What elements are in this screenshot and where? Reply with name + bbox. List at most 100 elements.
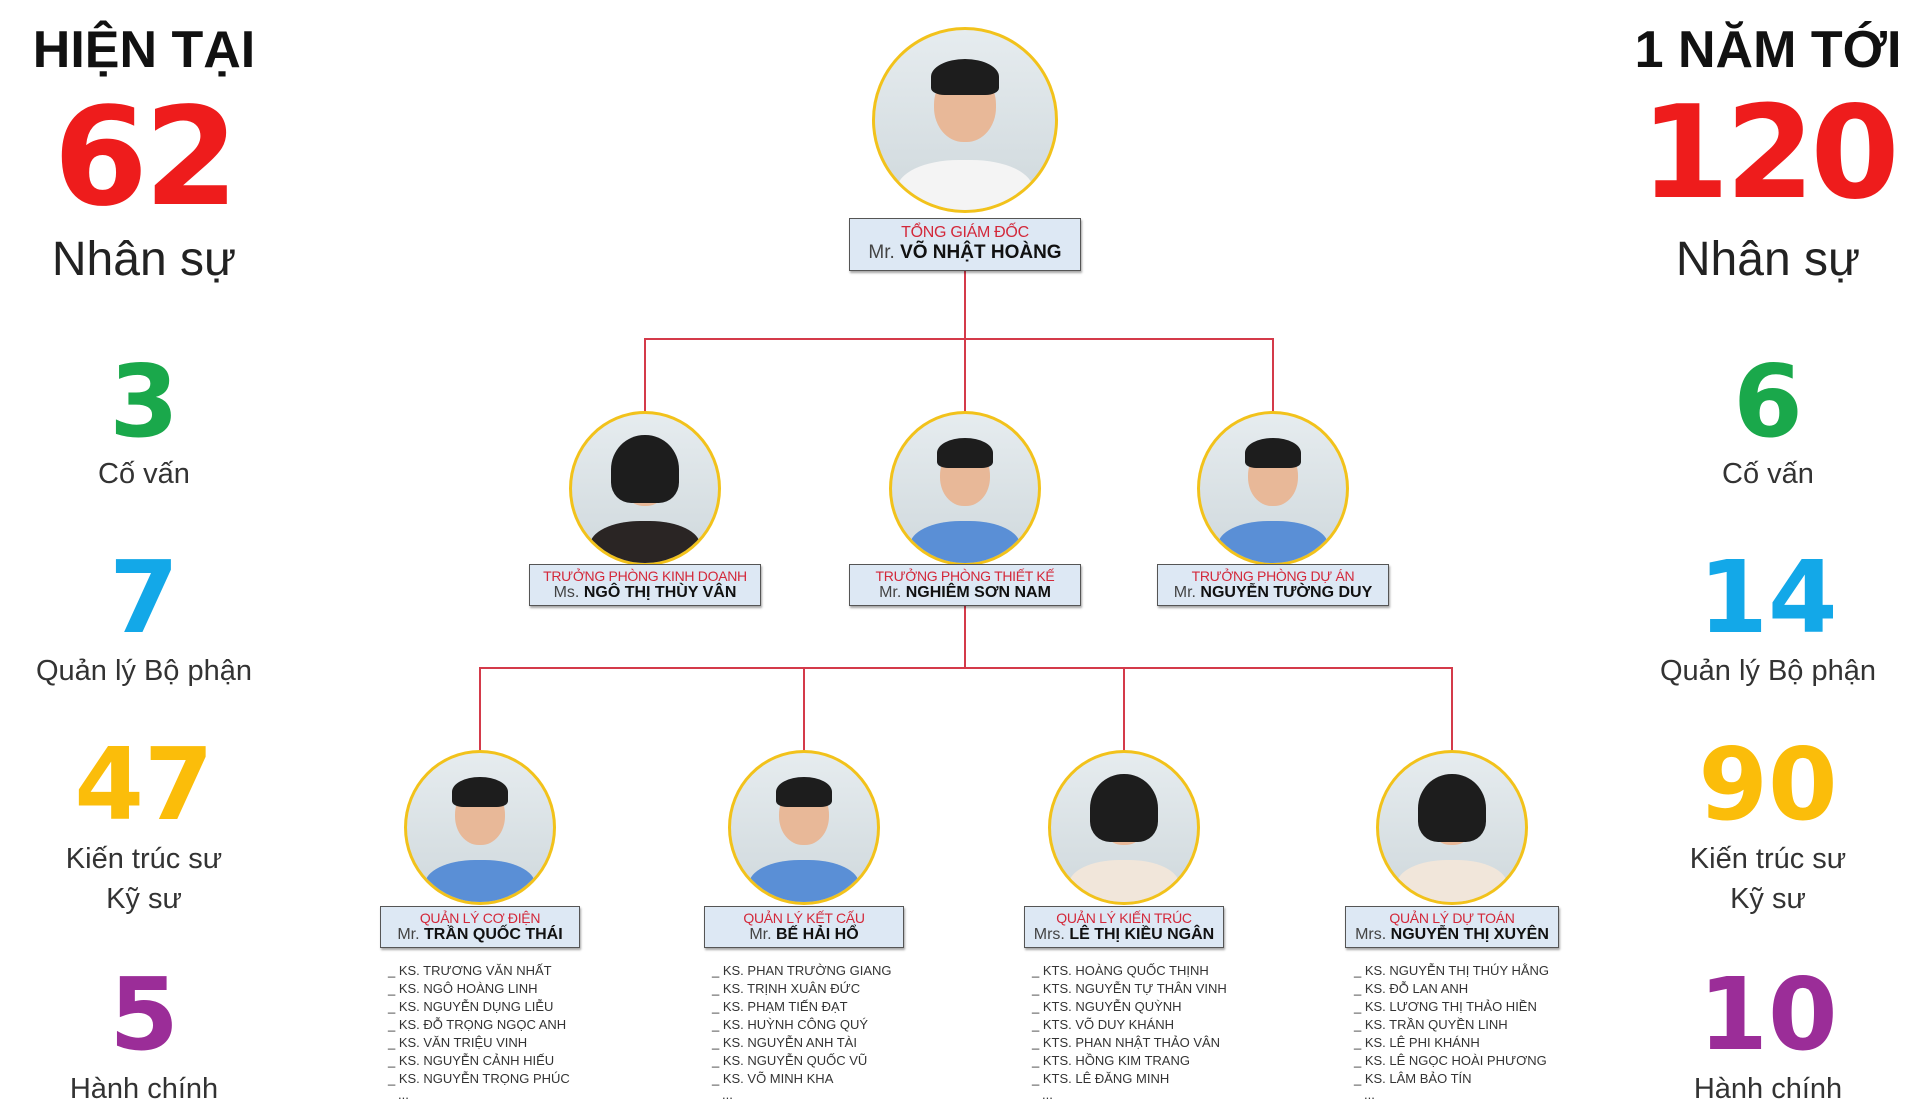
staff-item: _ KS. NGUYỄN THỊ THÚY HẰNG <box>1354 963 1550 978</box>
staff-item: _ KS. VĂN TRIỆU VINH <box>388 1035 528 1050</box>
person-photo <box>1197 411 1349 567</box>
staff-item: _ KS. PHẠM TIẾN ĐẠT <box>712 999 848 1014</box>
staff-item: ... <box>398 1087 409 1102</box>
stat-value: 14 <box>1698 539 1838 656</box>
staff-item: _ KS. LÂM BẢO TÍN <box>1354 1071 1472 1086</box>
stat-label-2: Kỹ sư <box>1730 883 1806 915</box>
stat-label-2: Kỹ sư <box>106 883 182 915</box>
person-role: QUẢN LÝ KIẾN TRÚC <box>1056 910 1192 926</box>
stat-value: 6 <box>1733 343 1803 460</box>
staff-item: _ KS. TRỊNH XUÂN ĐỨC <box>712 981 861 996</box>
total-count: 62 <box>53 79 238 237</box>
stat-value: 90 <box>1698 726 1838 843</box>
total-label: Nhân sự <box>1675 233 1861 286</box>
stat-value: 47 <box>74 726 214 843</box>
connector-line <box>1123 667 1125 751</box>
staff-item: _ KTS. VÕ DUY KHÁNH <box>1032 1017 1175 1032</box>
staff-list: _ KS. NGUYỄN THỊ THÚY HẰNG _ KS. ĐỖ LAN A… <box>1354 962 1549 1102</box>
person-photo <box>889 411 1041 567</box>
stat-label: Cố vấn <box>1722 458 1814 490</box>
stat-value: 10 <box>1698 956 1838 1073</box>
staff-item: ... <box>1042 1087 1053 1102</box>
person-role: QUẢN LÝ KẾT CẤU <box>743 910 865 926</box>
stat-label: Cố vấn <box>98 458 190 490</box>
staff-list: _ KS. PHAN TRƯỜNG GIANG _ KS. TRỊNH XUÂN … <box>712 962 892 1102</box>
connector-line <box>1451 667 1453 751</box>
stat-value: 5 <box>109 956 179 1073</box>
ceo-title: Mr. <box>868 242 895 264</box>
staff-item: ... <box>722 1087 733 1102</box>
person-name: NGÔ THỊ THÙY VÂN <box>583 584 737 602</box>
person-photo <box>404 750 556 906</box>
person-name: NGHIÊM SƠN NAM <box>905 584 1051 602</box>
person-title: Mr. <box>879 584 902 602</box>
staff-item: _ KTS. NGUYỄN TỰ THÂN VINH <box>1032 981 1227 996</box>
stat-label: Quản lý Bộ phận <box>35 655 253 687</box>
staff-item: _ KS. NGUYỄN ANH TÀI <box>712 1035 857 1050</box>
staff-item: _ KS. TRẦN QUYỀN LINH <box>1354 1017 1508 1032</box>
person-title: Ms. <box>553 584 580 602</box>
person-role: TRƯỞNG PHÒNG KINH DOANH <box>543 568 747 584</box>
staff-item: _ KS. LƯƠNG THỊ THẢO HIỀN <box>1354 999 1537 1014</box>
person-role: TRƯỞNG PHÒNG THIẾT KẾ <box>875 568 1055 584</box>
staff-item: _ KS. NGUYỄN DỤNG LIỄU <box>388 999 554 1014</box>
staff-item: _ KS. NGÔ HOÀNG LINH <box>388 981 538 996</box>
person-photo <box>728 750 880 906</box>
ceo-card: TỔNG GIÁM ĐỐC Mr. VÕ NHẬT HOÀNG <box>849 218 1081 271</box>
person-name: LÊ THỊ KIỀU NGÂN <box>1069 926 1215 944</box>
connector-line <box>644 338 646 412</box>
stat-label: Kiến trúc sư <box>65 843 223 875</box>
person-title: Mr. <box>397 926 420 944</box>
connector-line <box>645 338 1274 340</box>
stat-label: Hành chính <box>1693 1073 1843 1105</box>
staff-item: _ KS. ĐỖ LAN ANH <box>1354 981 1469 996</box>
connector-line <box>964 338 966 412</box>
person-title: Mrs. <box>1355 926 1387 944</box>
section-heading: 1 NĂM TỚI <box>1634 21 1902 79</box>
connector-line <box>480 667 1453 669</box>
staff-item: _ KS. NGUYỄN QUỐC VŨ <box>712 1053 868 1068</box>
total-count: 120 <box>1640 79 1899 228</box>
person-role: QUẢN LÝ CƠ ĐIỆN <box>419 910 541 926</box>
stat-value: 3 <box>109 343 179 460</box>
person-name: NGUYỄN TƯỜNG DUY <box>1200 584 1373 602</box>
staff-item: _ KS. ĐỖ TRỌNG NGỌC ANH <box>388 1017 567 1032</box>
connector-line <box>964 271 966 338</box>
staff-item: ... <box>1364 1087 1375 1102</box>
stat-label: Kiến trúc sư <box>1689 843 1847 875</box>
stat-label: Hành chính <box>69 1073 219 1105</box>
person-photo <box>1048 750 1200 906</box>
staff-list: _ KS. TRƯƠNG VĂN NHẤT _ KS. NGÔ HOÀNG LIN… <box>388 962 570 1102</box>
staff-item: _ KS. VÕ MINH KHA <box>712 1071 834 1086</box>
stat-label: Quản lý Bộ phận <box>1659 655 1877 687</box>
staff-item: _ KTS. HỒNG KIM TRANG <box>1032 1053 1190 1068</box>
staff-item: _ KTS. PHAN NHẬT THẢO VÂN <box>1032 1035 1221 1050</box>
staff-item: _ KS. LÊ PHI KHÁNH <box>1354 1035 1480 1050</box>
staff-item: _ KS. PHAN TRƯỜNG GIANG <box>712 963 892 978</box>
staff-item: _ KS. LÊ NGỌC HOÀI PHƯƠNG <box>1354 1053 1547 1068</box>
stat-value: 7 <box>109 539 179 656</box>
connector-line <box>964 605 966 668</box>
person-name: TRẦN QUỐC THÁI <box>424 926 563 944</box>
person-role: QUẢN LÝ DỰ TOÁN <box>1389 910 1515 926</box>
staff-item: _ KS. NGUYỄN TRỌNG PHÚC <box>388 1071 570 1086</box>
ceo-name: VÕ NHẬT HOÀNG <box>900 242 1062 264</box>
person-title: Mr. <box>749 926 772 944</box>
staff-item: _ KS. TRƯƠNG VĂN NHẤT <box>388 963 552 978</box>
staff-item: _ KTS. HOÀNG QUỐC THỊNH <box>1032 963 1209 978</box>
total-label: Nhân sự <box>51 233 237 286</box>
ceo-photo <box>872 27 1058 213</box>
staff-item: _ KS. NGUYỄN CẢNH HIẾU <box>388 1053 555 1068</box>
person-role: TRƯỞNG PHÒNG DỰ ÁN <box>1191 568 1355 584</box>
staff-item: _ KS. HUỲNH CÔNG QUÝ <box>712 1017 869 1032</box>
person-name: BẾ HẢI HỔ <box>776 926 859 944</box>
staff-list: _ KTS. HOÀNG QUỐC THỊNH _ KTS. NGUYỄN TỰ … <box>1032 962 1227 1102</box>
connector-line <box>479 667 481 751</box>
ceo-role: TỔNG GIÁM ĐỐC <box>901 224 1029 241</box>
